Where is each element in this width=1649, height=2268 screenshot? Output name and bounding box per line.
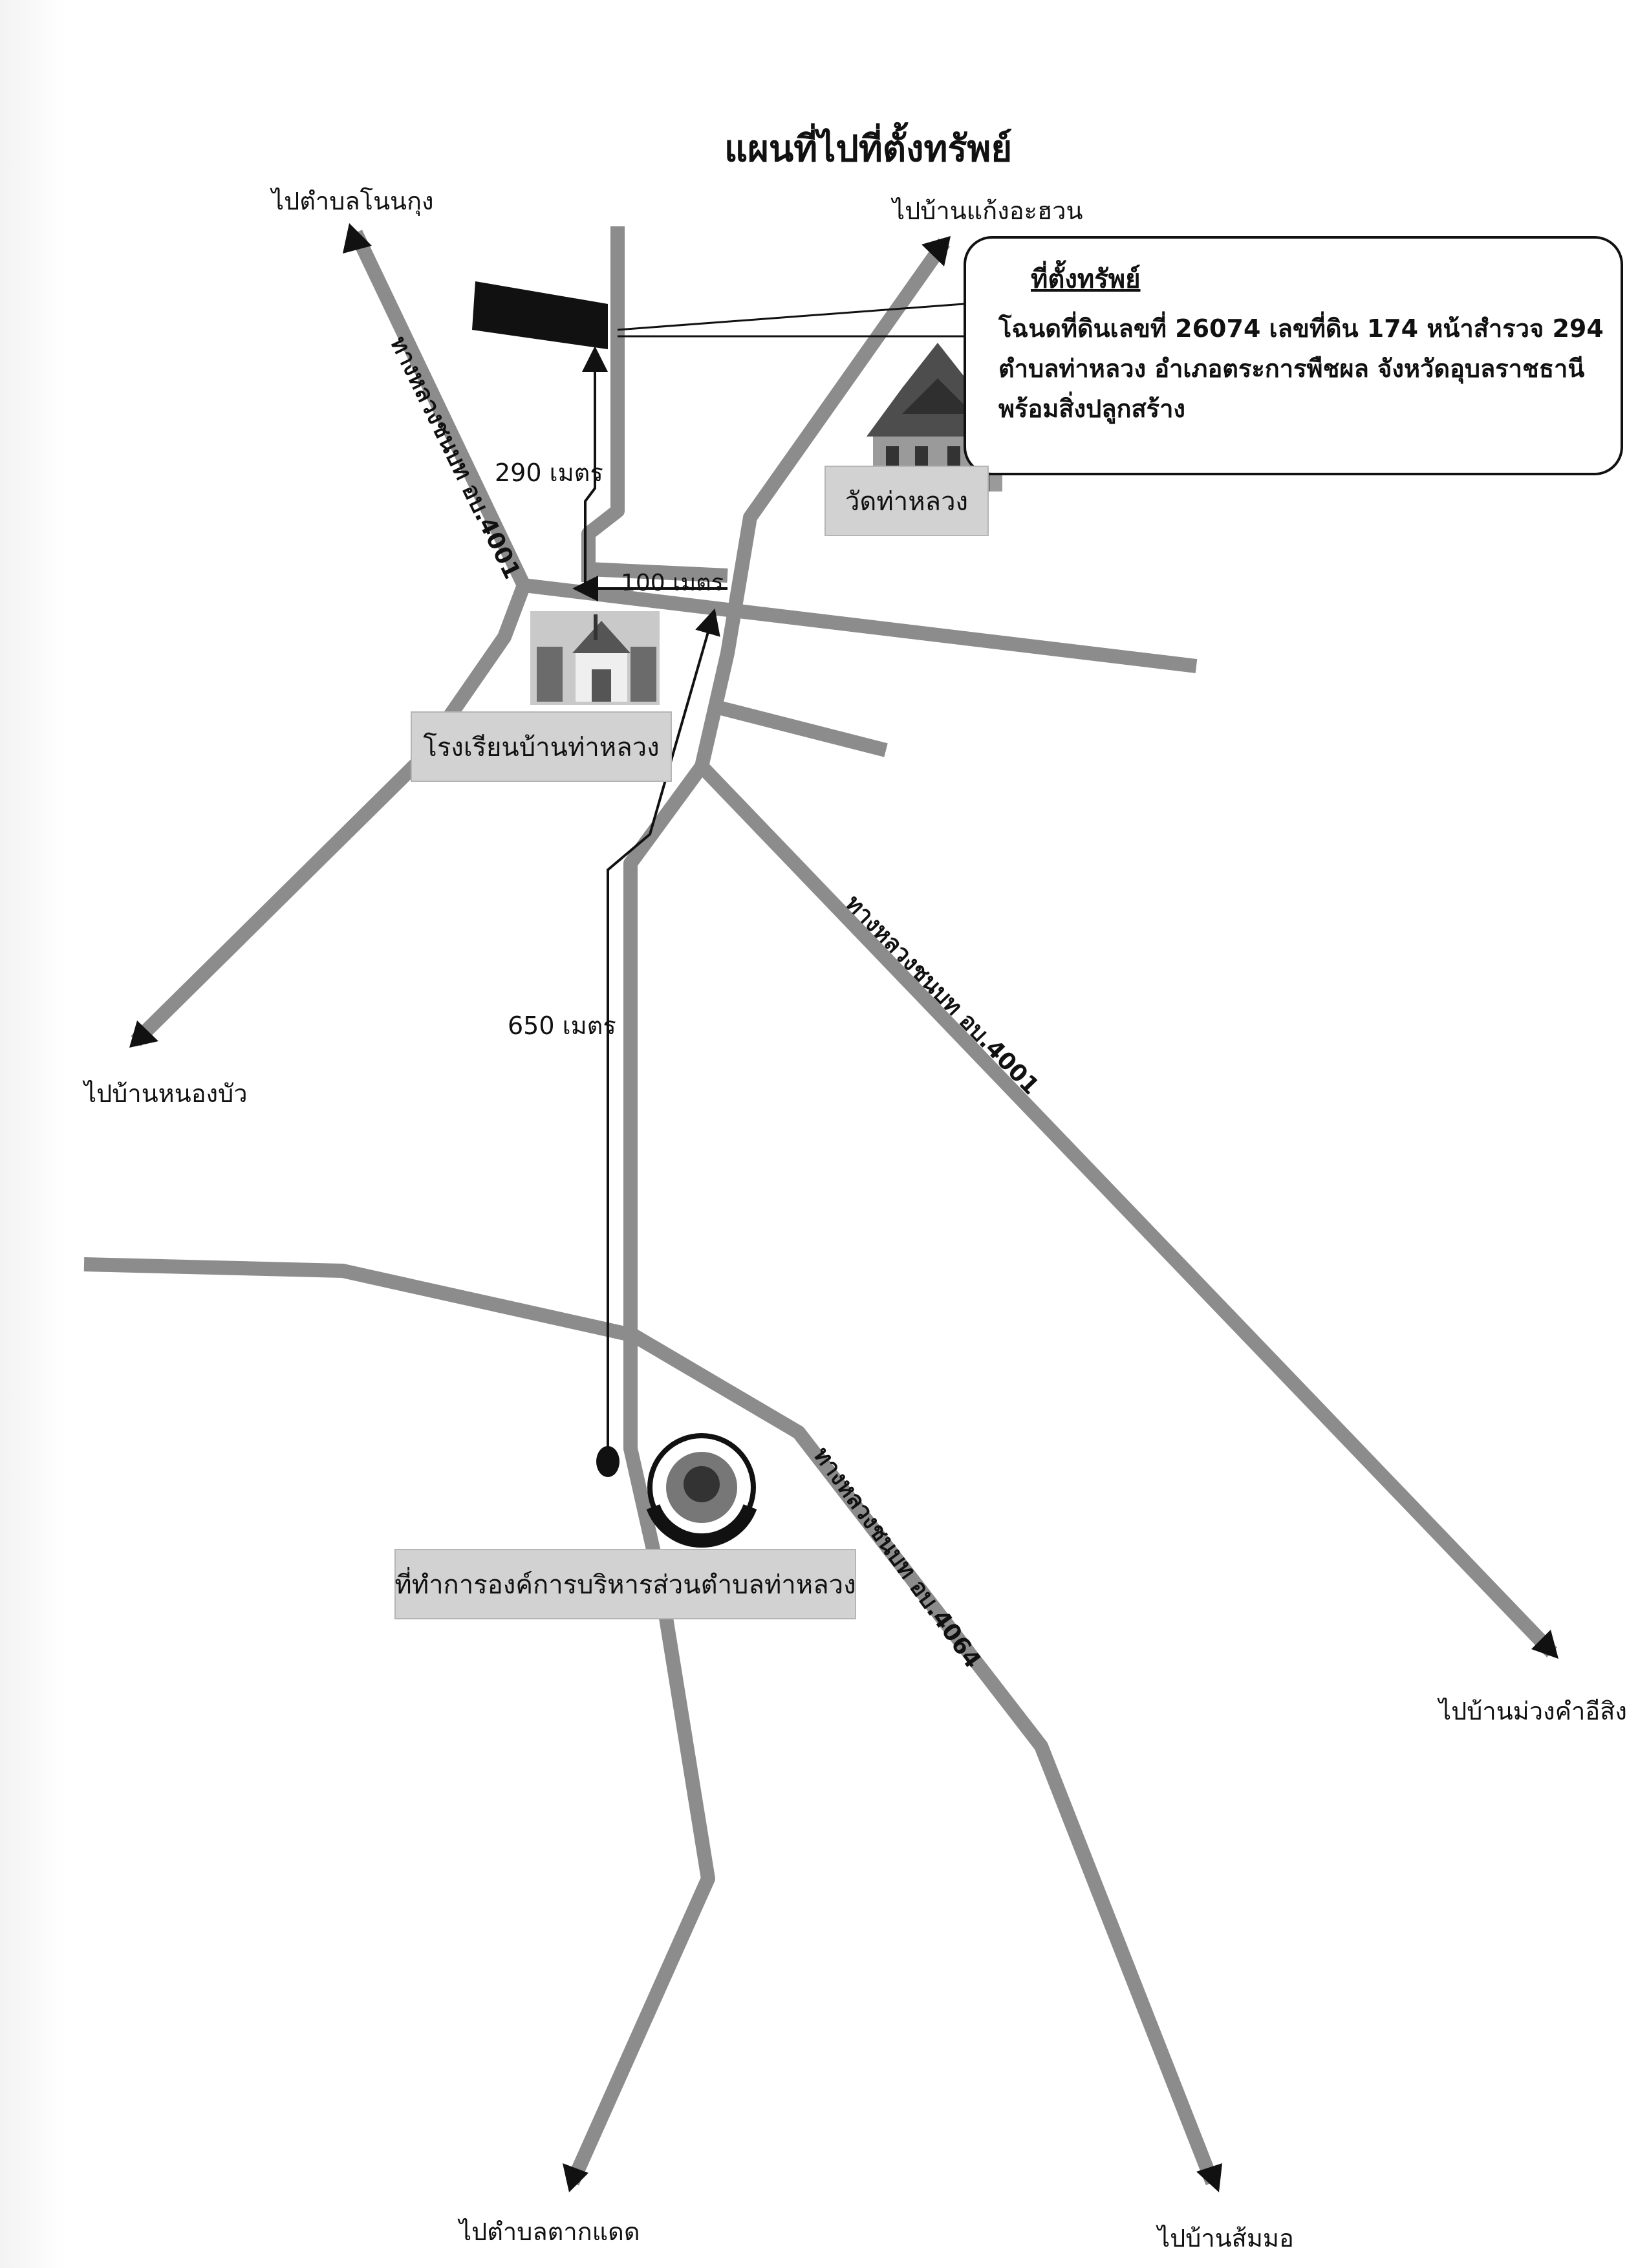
arrow-bottom-right	[1196, 2163, 1222, 2192]
dest-right: ไปบ้านม่วงคำอีสิง	[1439, 1697, 1627, 1725]
callout-line-1: โฉนดที่ดินเลขที่ 26074 เลขที่ดิน 174 หน้…	[998, 314, 1604, 343]
road-arrows	[129, 223, 1558, 2192]
property-callout: ที่ตั้งทรัพย์ โฉนดที่ดินเลขที่ 26074 เลข…	[964, 236, 1623, 475]
school-label: โรงเรียนบ้านท่าหลวง	[411, 711, 672, 782]
arrow-right	[1531, 1630, 1558, 1659]
dest-bottom-left: ไปตำบลตากแดด	[459, 2218, 640, 2246]
road-south-east	[696, 761, 1557, 1658]
road-small-link	[588, 562, 728, 583]
arrow-left	[129, 1021, 158, 1048]
dest-top-left: ไปตำบลโนนกุง	[272, 187, 434, 215]
route-lines	[572, 346, 727, 1458]
road-main-east-west	[523, 578, 1198, 673]
callout-pointer	[617, 303, 964, 331]
scan-edge	[0, 0, 65, 2268]
callout-title: ที่ตั้งทรัพย์	[1031, 265, 1141, 294]
arrow-top-right	[921, 236, 951, 266]
arrow-top-left	[343, 223, 372, 254]
dest-bottom-right: ไปบ้านส้มมอ	[1158, 2224, 1294, 2252]
arrow-bottom-left	[563, 2163, 588, 2192]
road-north-east	[565, 238, 950, 2186]
route-290	[582, 346, 608, 585]
road-branch-east	[719, 701, 888, 757]
road-north-west	[131, 230, 531, 1046]
roads	[83, 226, 1557, 2186]
callout-line-3: พร้อมสิ่งปลูกสร้าง	[998, 394, 1185, 423]
distance-290: 290 เมตร	[495, 459, 603, 487]
office-label: ที่ทำการองค์การบริหารส่วนตำบลท่าหลวง	[394, 1549, 856, 1619]
temple-label: วัดท่าหลวง	[824, 466, 989, 536]
distance-650: 650 เมตร	[508, 1011, 616, 1040]
road-access-vertical	[581, 226, 625, 582]
road-south-west-branch	[83, 1257, 1220, 2186]
school-icon	[530, 611, 660, 705]
office-seal-icon	[646, 1433, 757, 1548]
property-parcel	[472, 281, 608, 349]
distance-100: 100 เมตร	[621, 570, 724, 596]
callout-line-2: ตำบลท่าหลวง อำเภอตระการพืชผล จังหวัดอุบล…	[998, 354, 1585, 383]
start-point-marker	[596, 1446, 620, 1477]
dest-top-right: ไปบ้านแก้งอะฮวน	[892, 197, 1083, 225]
map-title: แผนที่ไปที่ตั้งทรัพย์	[724, 128, 1013, 170]
route-650	[607, 608, 720, 1458]
dest-left: ไปบ้านหนองบัว	[84, 1079, 248, 1108]
